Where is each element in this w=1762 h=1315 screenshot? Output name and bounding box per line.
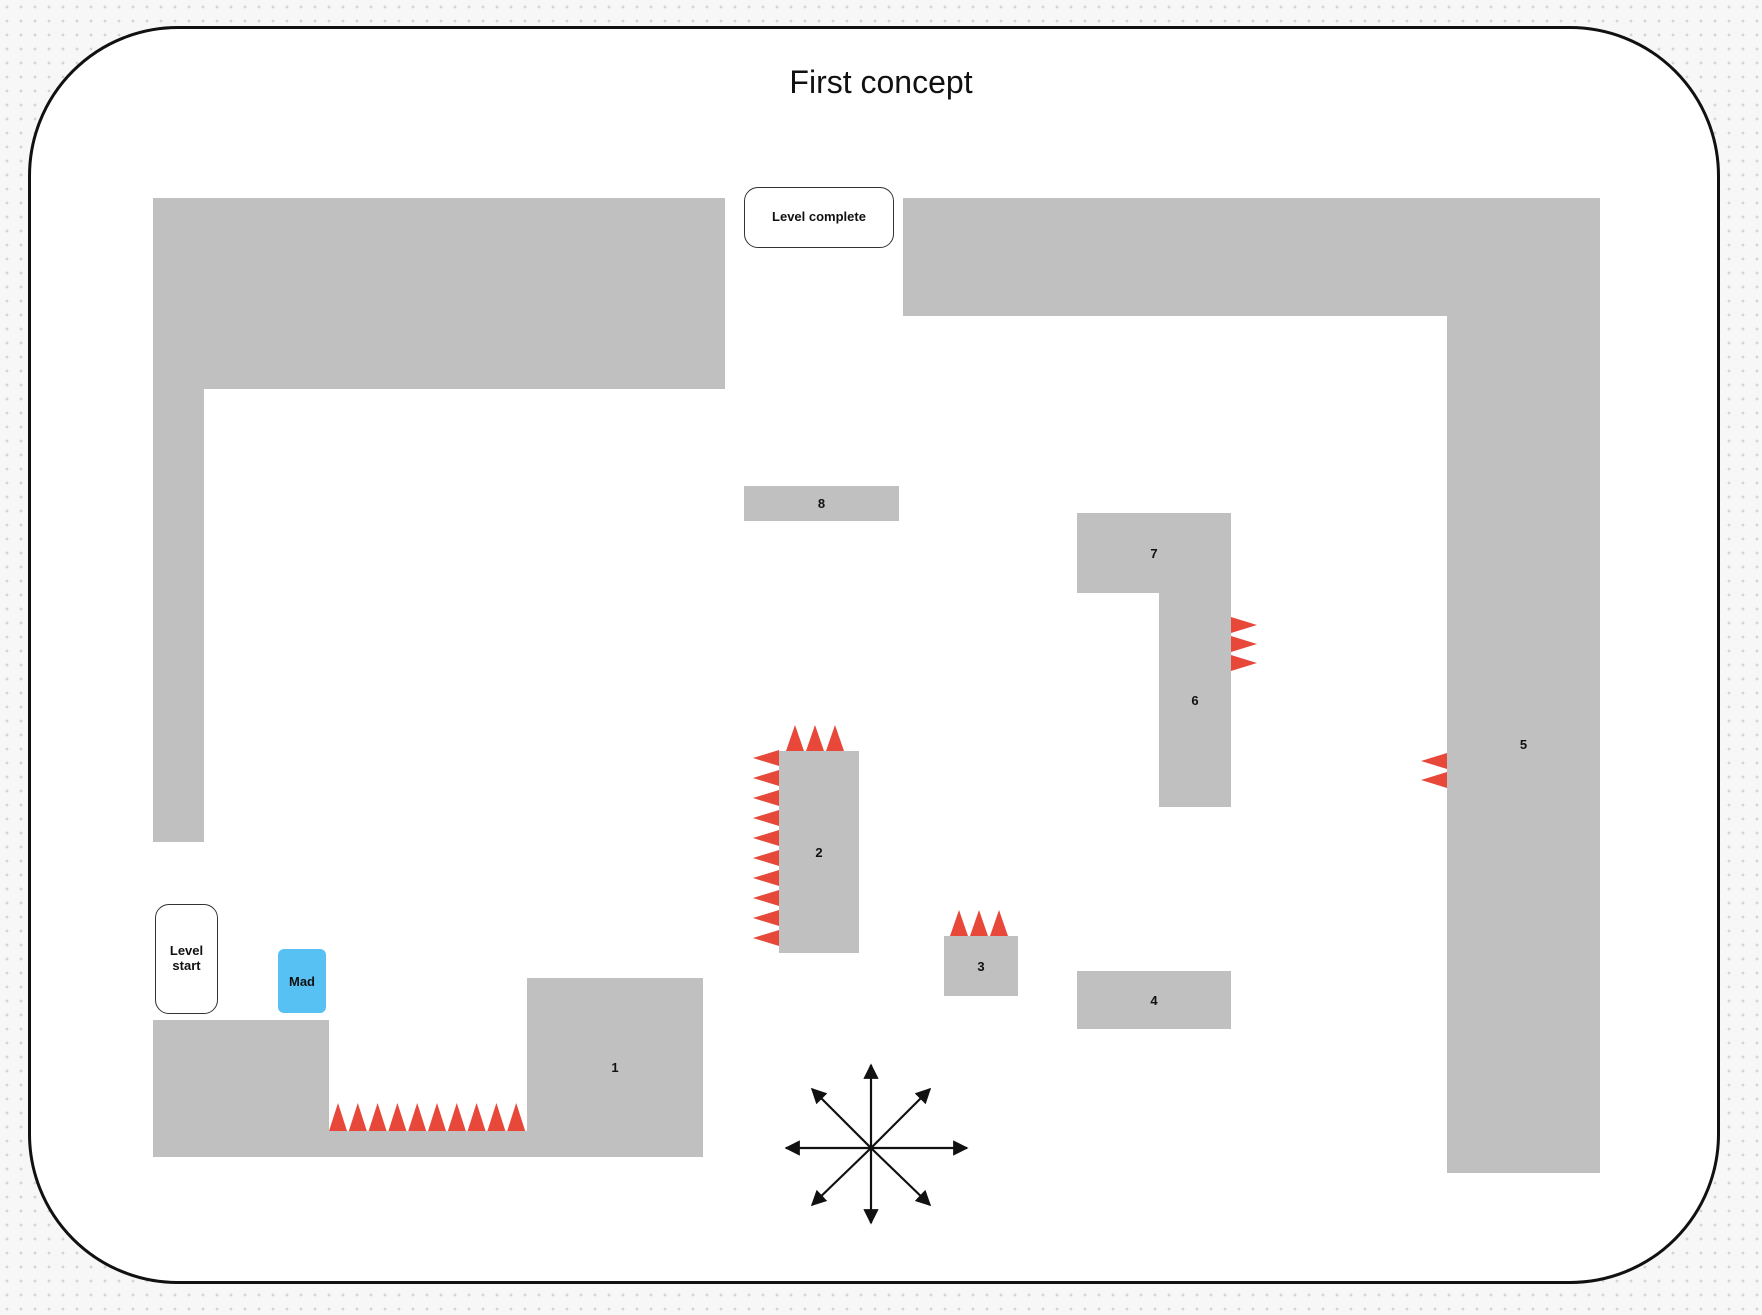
spike-icon (348, 1103, 367, 1131)
spike-icon (1231, 617, 1257, 633)
spike-icon (753, 790, 779, 806)
spike-icon (950, 910, 968, 936)
platform-2: 2 (779, 751, 859, 953)
level-start-marker: Level start (155, 904, 218, 1014)
spike-icon (1231, 655, 1257, 671)
page-title: First concept (789, 64, 973, 100)
spike-icon (753, 890, 779, 906)
spike-icon (1421, 753, 1447, 769)
spike-icon (368, 1103, 387, 1131)
platform-1: 1 (527, 978, 703, 1157)
spike-icon (753, 750, 779, 766)
spike-icon (329, 1103, 347, 1131)
eight-way-arrows-icon (784, 1063, 969, 1225)
platform-5: 5 (1447, 316, 1600, 1173)
spike-icon (408, 1103, 427, 1131)
spike-icon (487, 1103, 506, 1131)
spike-icon (826, 725, 844, 751)
platform-3: 3 (944, 936, 1018, 996)
spike-icon (753, 810, 779, 826)
platform-6: 6 (1159, 593, 1231, 807)
top-left-wall (153, 198, 725, 389)
platform-7: 7 (1077, 513, 1231, 593)
spike-pit-floor (329, 1131, 527, 1157)
spike-icon (467, 1103, 486, 1131)
spike-icon (990, 910, 1008, 936)
left-wall (153, 389, 204, 842)
spike-icon (1421, 772, 1447, 788)
spike-icon-group (329, 617, 1447, 1131)
spike-icon (753, 870, 779, 886)
spike-icon (786, 725, 804, 751)
spike-icon (447, 1103, 466, 1131)
spike-icon (507, 1103, 526, 1131)
start-ledge (153, 1020, 329, 1157)
spike-icon (753, 930, 779, 946)
spike-icon (388, 1103, 407, 1131)
spike-icon (753, 910, 779, 926)
spike-icon (970, 910, 988, 936)
level-complete-marker: Level complete (744, 187, 894, 248)
platform-4: 4 (1077, 971, 1231, 1029)
spike-icon (806, 725, 824, 751)
top-right-wall (903, 198, 1600, 316)
spike-icon (1231, 636, 1257, 652)
spike-icon (753, 850, 779, 866)
spike-icon (753, 830, 779, 846)
platform-8: 8 (744, 486, 899, 521)
player-character: Mad (278, 949, 326, 1013)
spike-icon (428, 1103, 446, 1131)
spike-icon (753, 770, 779, 786)
